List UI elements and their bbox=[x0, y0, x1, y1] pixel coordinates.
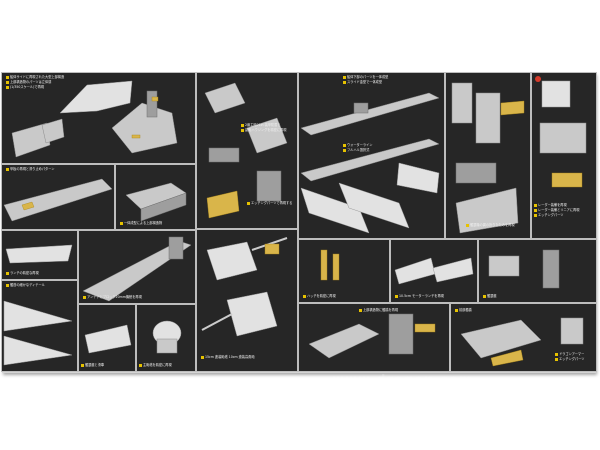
caption-p1c: (1/350スケール)で再現 bbox=[6, 85, 44, 89]
boats-illustration bbox=[488, 249, 560, 289]
caption-p6: レーダー装備を再現 bbox=[534, 203, 567, 207]
caption-p21: ハッチを精密に再現 bbox=[303, 294, 336, 298]
caption-p5b: フルハル選択式 bbox=[343, 148, 369, 152]
panel-bridge-superstructure: 上部構造物に艦橋を再現 bbox=[298, 303, 450, 372]
caption-p26: エッチングパーツ bbox=[555, 357, 584, 361]
panel-bridge-detail: 艦載機の翼の折りたたみを再現 bbox=[445, 72, 531, 239]
panel-bow-deck: アンテナとブロック20mm機銃を再現 bbox=[78, 230, 196, 304]
caption-p4: 船体下部のパーツを一体成型 bbox=[343, 75, 388, 79]
launch-illustration bbox=[5, 244, 73, 264]
panel-main-turret: 15cm 連装砲塔 10cm 連装高角砲 bbox=[196, 229, 298, 372]
caption-p17: 艦首の細かなディテール bbox=[6, 283, 45, 287]
panel-deck-strip: 甲板の再現と滑り止めパターン bbox=[1, 164, 115, 230]
instruction-sheet: 船体サイドに再現された大型上部構造 上部構造物のパーツは立体感 (1/350スケ… bbox=[1, 72, 597, 388]
main-turret-illustration bbox=[201, 237, 288, 337]
caption-p18: 艦載艇と滑車 bbox=[81, 363, 104, 367]
caption-p16: アンテナとブロック20mm機銃を再現 bbox=[83, 295, 142, 299]
caption-p23: 艦載艇 bbox=[483, 294, 497, 298]
caption-p1a: 船体サイドに再現された大型上部構造 bbox=[6, 75, 64, 79]
bow-deck-illustration bbox=[82, 236, 192, 302]
panel-turret-dome: 主砲塔を精密に再現 bbox=[136, 304, 196, 372]
caption-p8: エッチングパーツ bbox=[534, 213, 563, 217]
panel-hatch: ハッチを精密に再現 bbox=[298, 239, 390, 303]
caption-p20: 15cm 連装砲塔 10cm 連装高角砲 bbox=[201, 355, 255, 359]
bridge-superstructure-illustration bbox=[308, 313, 436, 359]
caption-p15: ランチの精密な再現 bbox=[6, 271, 39, 275]
caption-p4b: スライド金型で一体成型 bbox=[343, 80, 382, 84]
caption-p1b: 上部構造物のパーツは立体感 bbox=[6, 80, 51, 84]
caption-p24: 上部構造物に艦橋を再現 bbox=[359, 308, 398, 312]
motor-launch-illustration bbox=[394, 257, 474, 285]
hatch-illustration bbox=[320, 249, 340, 281]
caption-p2b: 副砲ハウジングを精密に再現 bbox=[241, 128, 286, 132]
caption-p11: エッチングパーツで再現する bbox=[247, 201, 292, 205]
panel-hull-views: 船体下部のパーツを一体成型 スライド金型で一体成型 ウォーターライン フルハル選… bbox=[298, 72, 445, 239]
radar-illustration bbox=[535, 76, 587, 188]
turret-dome-illustration bbox=[152, 320, 182, 354]
bridge-detail-illustration bbox=[451, 82, 525, 234]
caption-p2: 2番主砲21in 装甲防盾と bbox=[241, 123, 281, 127]
panel-motor-launch: 10.5cm モーターランチを再現 bbox=[390, 239, 478, 303]
boxed-superstructure-illustration bbox=[125, 182, 187, 222]
deck-strip-illustration bbox=[3, 178, 113, 222]
caption-p7: レーダー装備とリニアに再現 bbox=[534, 208, 579, 212]
caption-p27: 前部艦橋 bbox=[455, 308, 472, 312]
caption-p19: 主砲塔を精密に再現 bbox=[139, 363, 172, 367]
hull-bottom-illustration bbox=[3, 300, 73, 366]
panel-superstructure: 船体サイドに再現された大型上部構造 上部構造物のパーツは立体感 (1/350スケ… bbox=[1, 72, 196, 164]
panel-launch: ランチの精密な再現 bbox=[1, 230, 78, 280]
watermark: www.dragon.com bbox=[332, 373, 474, 388]
caption-p5: ウォーターライン bbox=[343, 143, 373, 147]
armour-illustration bbox=[460, 317, 584, 367]
caption-p25: ドラゴンアーマー bbox=[555, 352, 584, 356]
panel-boxed-superstructure: 一体成型による上部構造物 bbox=[115, 164, 196, 230]
panel-armour: ドラゴンアーマー エッチングパーツ 前部艦橋 bbox=[450, 303, 597, 372]
panel-hull-bottom: 艦首の細かなディテール bbox=[1, 280, 78, 372]
caption-p10: 一体成型による上部構造物 bbox=[120, 221, 162, 225]
caption-p9: 甲板の再現と滑り止めパターン bbox=[6, 167, 54, 171]
panel-small-boats: 艦載艇と滑車 bbox=[78, 304, 136, 372]
panel-radar: レーダー装備を再現 レーダー装備とリニアに再現 エッチングパーツ bbox=[531, 72, 597, 239]
panel-boats: 艦載艇 bbox=[478, 239, 597, 303]
panel-secondary-guns: 2番主砲21in 装甲防盾と 副砲ハウジングを精密に再現 エッチングパーツで再現… bbox=[196, 72, 298, 229]
hull-views-illustration bbox=[300, 92, 440, 234]
small-boats-illustration bbox=[84, 324, 132, 354]
superstructure-illustration bbox=[11, 80, 178, 158]
caption-p22: 10.5cm モーターランチを再現 bbox=[395, 294, 444, 298]
caption-p12: 艦載機の翼の折りたたみを再現 bbox=[466, 223, 515, 227]
